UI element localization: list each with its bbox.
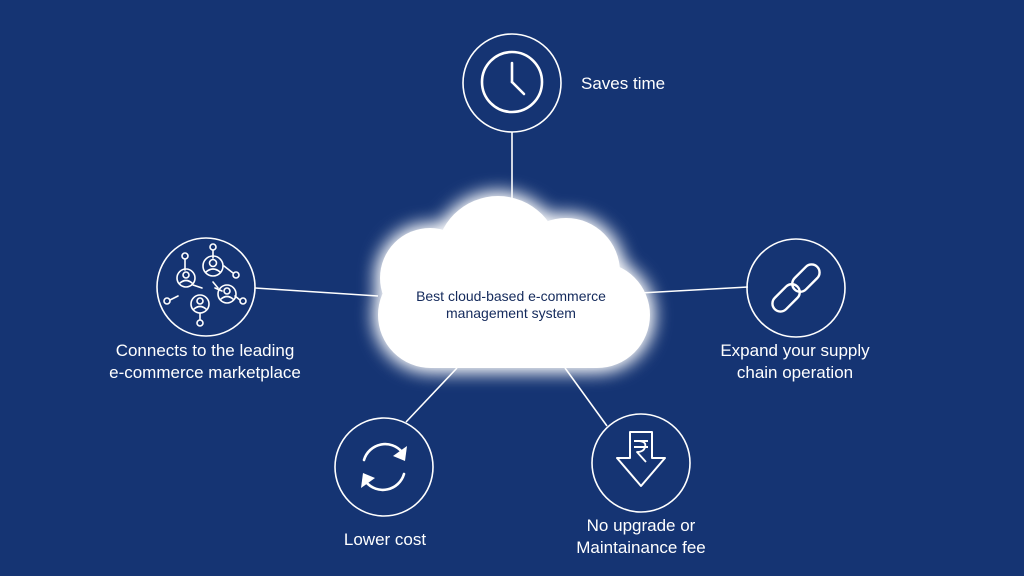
node-circle-no-fee [591, 413, 691, 513]
connector-line-right [639, 286, 749, 294]
supply-chain-label: Expand your supply chain operation [695, 340, 895, 384]
node-circle-connects [156, 237, 256, 337]
center-label-line-1: Best cloud-based e-commerce [416, 288, 606, 304]
no-fee-label-line-1: No upgrade or [586, 516, 696, 535]
supply-chain-label-line-2: chain operation [736, 363, 854, 382]
saves-time-label: Saves time [581, 74, 666, 93]
rupee-down-arrow-icon [616, 431, 666, 487]
center-cloud-label: Best cloud-based e-commerce management s… [386, 288, 636, 322]
connector-line-bottom-right [564, 367, 608, 427]
connects-label-line-2: e-commerce marketplace [109, 363, 301, 382]
connects-label-line-1: Connects to the leading [115, 341, 295, 360]
center-label-line-2: management system [446, 305, 576, 321]
no-fee-label-line-2: Maintainance fee [576, 538, 706, 557]
chain-link-icon [771, 263, 821, 313]
no-fee-label: No upgrade or Maintainance fee [556, 515, 726, 559]
refresh-cycle-icon [361, 442, 407, 492]
clock-icon [480, 50, 544, 114]
lower-cost-label: Lower cost [343, 530, 427, 549]
connects-label: Connects to the leading e-commerce marke… [90, 340, 320, 384]
connector-line-left [254, 287, 379, 297]
node-circle-lower-cost [334, 417, 434, 517]
network-people-icon [163, 243, 247, 327]
cloud-shape [378, 196, 650, 368]
connector-line-bottom-left [405, 367, 458, 423]
node-circle-supply-chain [746, 238, 846, 338]
node-circle-saves-time [462, 33, 562, 133]
supply-chain-label-line-1: Expand your supply [720, 341, 870, 360]
